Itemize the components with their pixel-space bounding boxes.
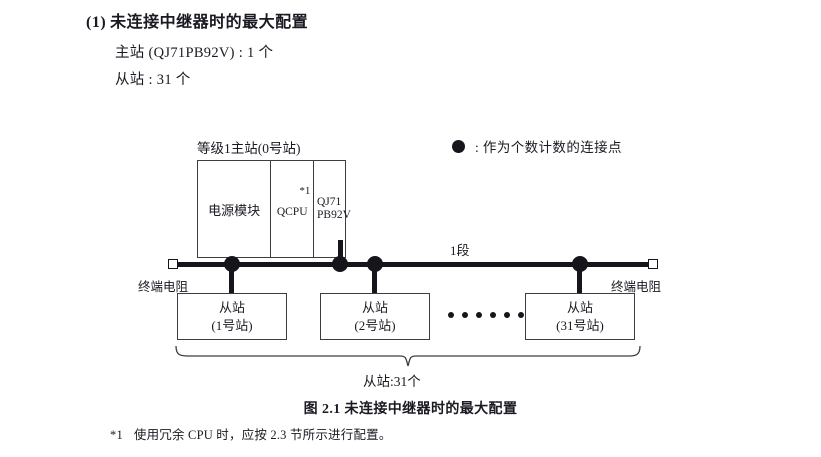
terminator-left-icon [168, 259, 178, 269]
footnote-mark: *1 [110, 428, 123, 442]
slave-1-line1: 从站 [218, 299, 245, 315]
ellipsis-dot [518, 312, 524, 318]
network-module-line2: PB92V [317, 209, 351, 221]
terminator-left-label: 终端电阻 [138, 280, 189, 294]
slave-station-box-31: 从站 (31号站) [525, 293, 635, 340]
slave-2-line1: 从站 [361, 299, 388, 315]
drop-stem-slave-2 [372, 264, 377, 294]
power-module-cell: 电源模块 [198, 161, 272, 257]
slave-31-line1: 从站 [566, 299, 593, 315]
slave-31-line2: (31号站) [556, 317, 604, 333]
slave-station-box-1: 从站 (1号站) [177, 293, 287, 340]
legend: : 作为个数计数的连接点 [452, 136, 622, 156]
power-module-label: 电源模块 [208, 202, 261, 218]
network-module-line1: QJ71 [317, 195, 342, 208]
network-module-cell: QJ71 PB92V [314, 161, 351, 257]
drop-stem-slave-31 [577, 264, 582, 294]
spec-master-count: 主站 (QJ71PB92V) : 1 个 [115, 45, 274, 61]
footnote-marker: *1 [299, 185, 311, 197]
ellipsis-dots [448, 312, 524, 318]
section-title: 未连接中继器时的最大配置 [110, 14, 309, 31]
slave-2-line2: (2号站) [354, 317, 396, 333]
ellipsis-dot [462, 312, 468, 318]
section-number: (1) [86, 14, 107, 31]
master-drop-stem [338, 240, 343, 266]
segment-label: 1段 [450, 243, 470, 258]
spec-slave-count: 从站 : 31 个 [115, 72, 191, 88]
bus-trunk-line [176, 262, 656, 267]
figure-caption: 图 2.1 未连接中继器时的最大配置 [303, 402, 518, 417]
ellipsis-dot [504, 312, 510, 318]
cpu-module-cell: QCPU *1 [271, 161, 314, 257]
drop-stem-slave-1 [229, 264, 234, 294]
ellipsis-dot [476, 312, 482, 318]
filled-circle-icon [452, 139, 465, 153]
footnote-text: *1 使用冗余 CPU 时，应按 2.3 节所示进行配置。 [110, 424, 392, 443]
ellipsis-dot [448, 312, 454, 318]
slave-group-label: 从站:31个 [363, 374, 421, 389]
master-station-label: 等级1主站(0号站) [197, 141, 301, 156]
slave-1-line2: (1号站) [211, 317, 253, 333]
network-module-label: QJ71 PB92V [317, 196, 351, 222]
terminator-right-label: 终端电阻 [611, 280, 662, 294]
slave-group-brace [174, 346, 642, 368]
section-heading: (1)未连接中继器时的最大配置 [86, 8, 308, 32]
master-station-module: 电源模块 QCPU *1 QJ71 PB92V [197, 160, 351, 258]
cpu-module-label: QCPU [276, 206, 308, 218]
connection-node-master [332, 256, 348, 272]
terminator-right-icon [648, 259, 658, 269]
footnote-body: 使用冗余 CPU 时，应按 2.3 节所示进行配置。 [133, 428, 392, 442]
legend-label: : 作为个数计数的连接点 [475, 140, 622, 155]
ellipsis-dot [490, 312, 496, 318]
slave-station-box-2: 从站 (2号站) [320, 293, 430, 340]
